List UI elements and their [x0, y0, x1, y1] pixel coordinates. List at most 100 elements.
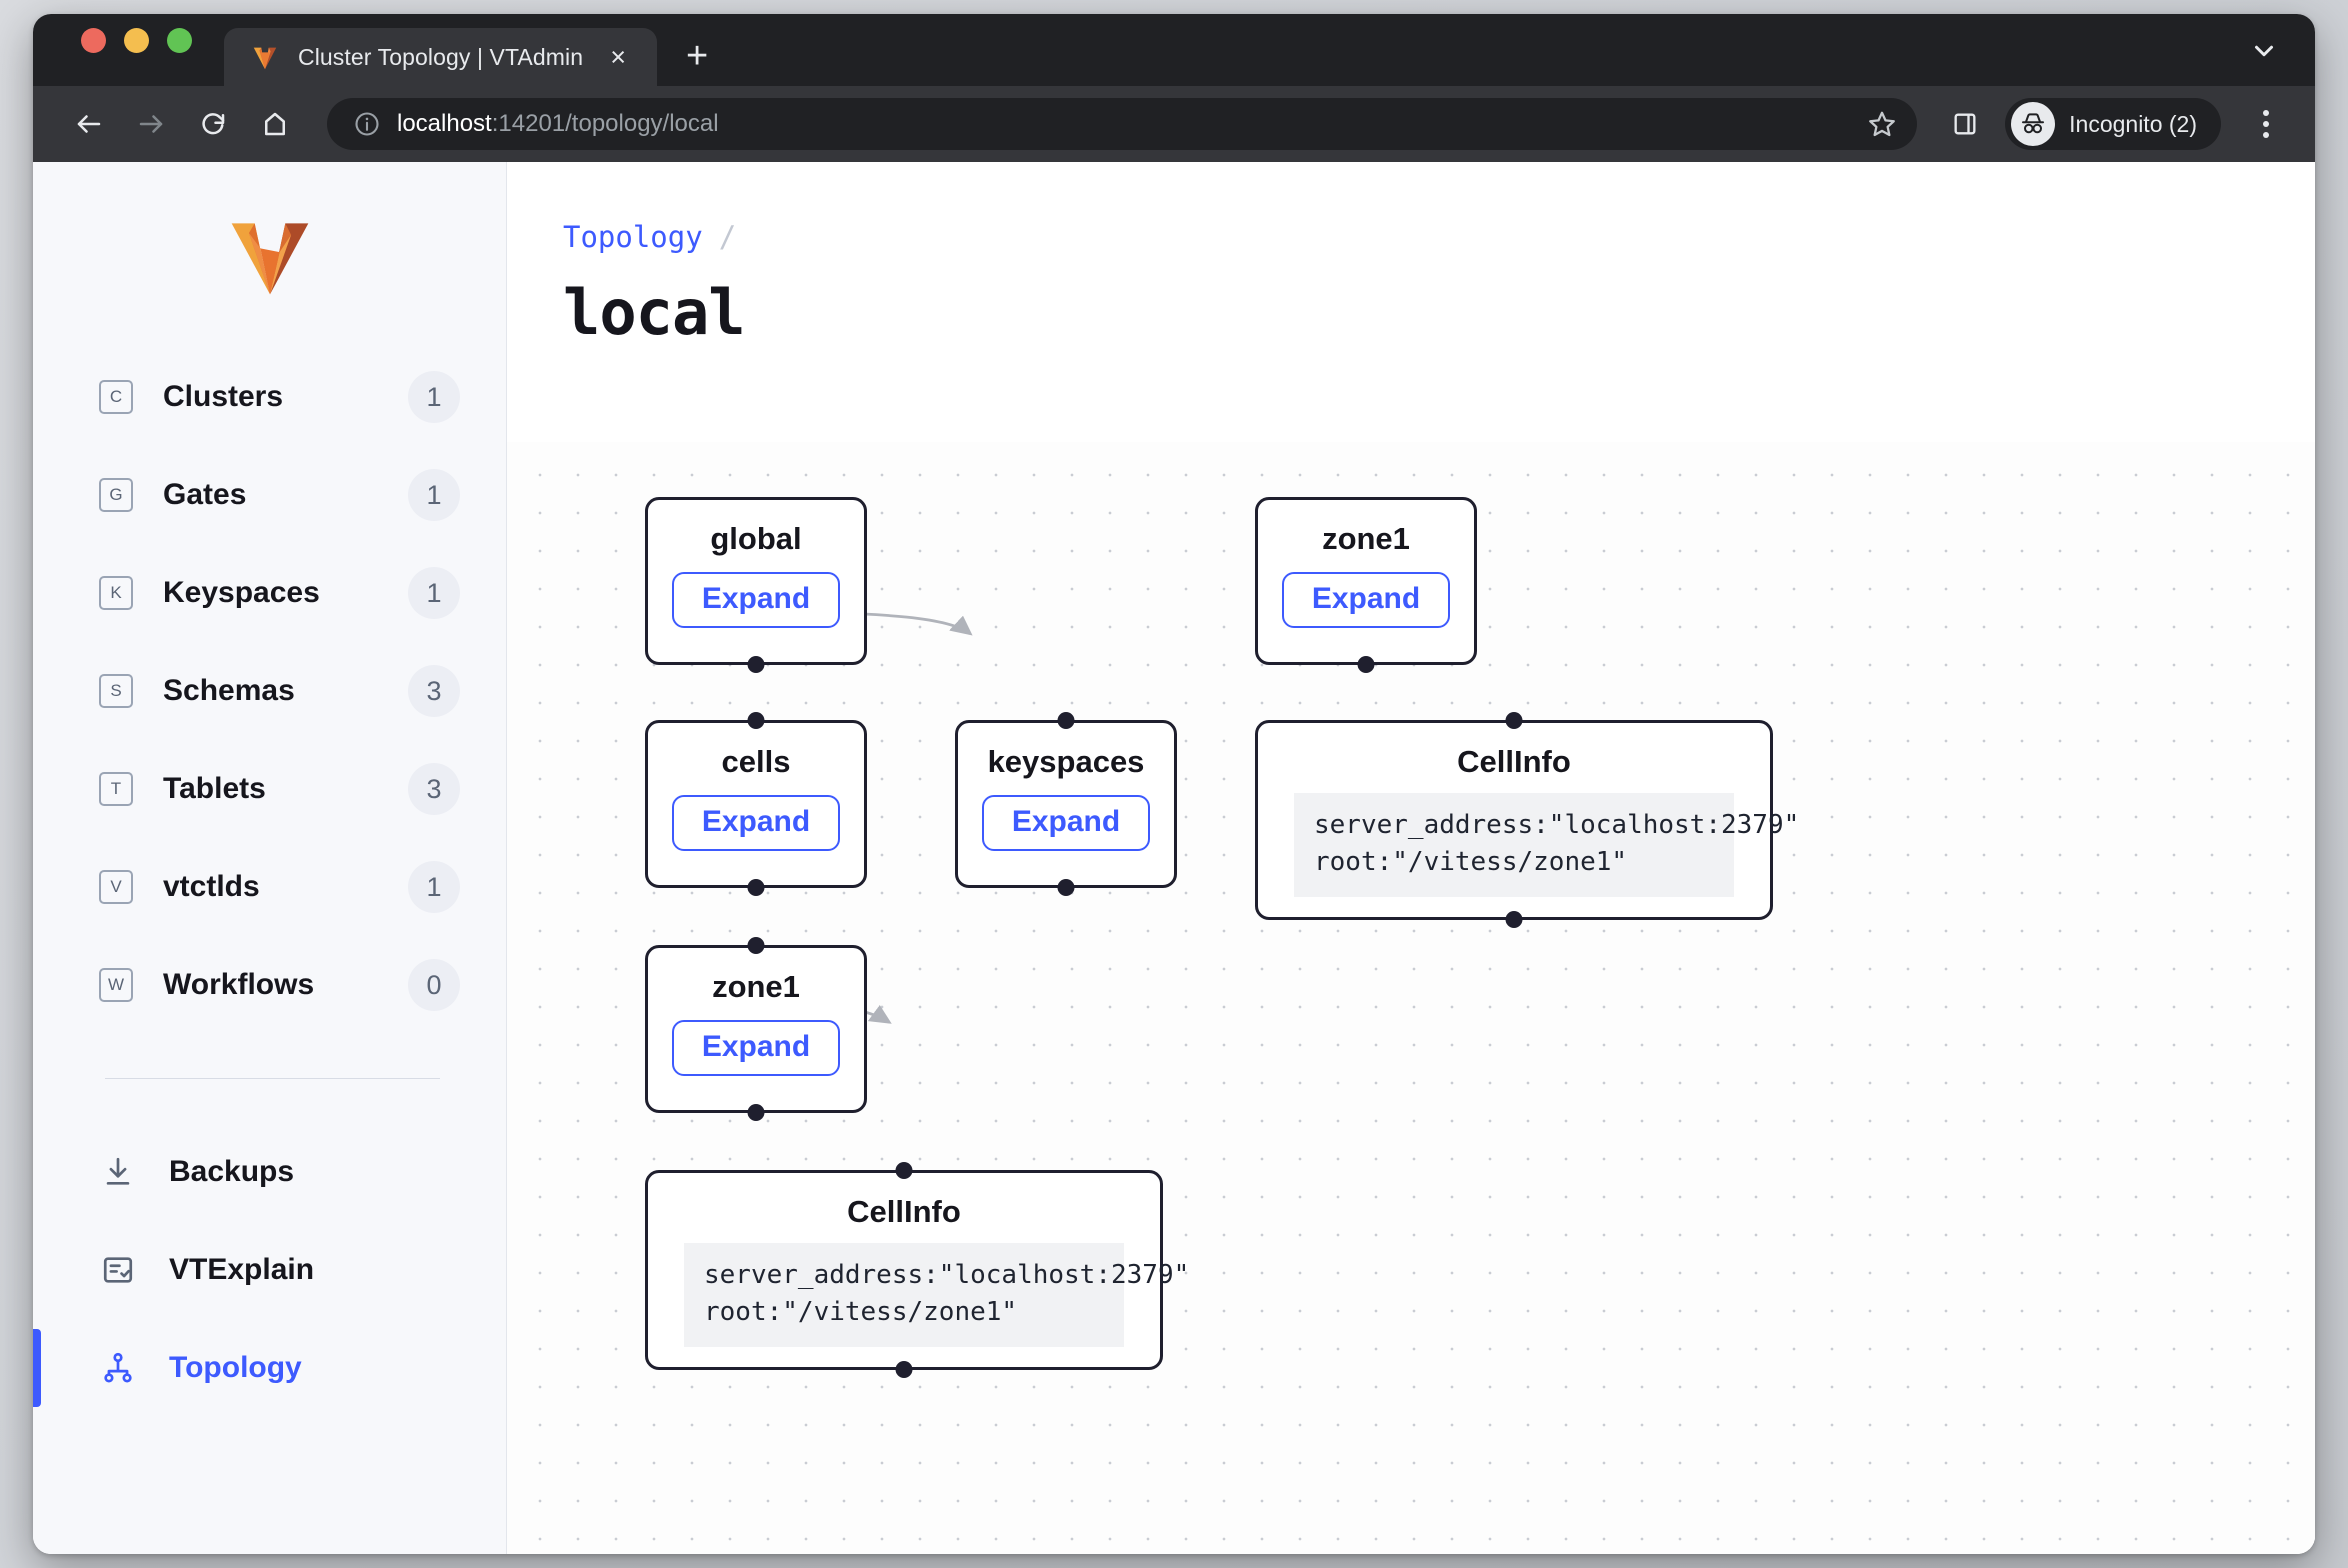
- sidebar-item-label: Tablets: [163, 772, 266, 805]
- chevron-down-icon: [2249, 36, 2279, 71]
- breadcrumb-separator: /: [718, 220, 737, 254]
- sidebar-item-label: VTExplain: [169, 1253, 315, 1286]
- sidebar-item-clusters[interactable]: C Clusters 1: [33, 348, 506, 446]
- node-handle-top[interactable]: [747, 712, 765, 729]
- sidebar-item-vtctlds[interactable]: V vtctlds 1: [33, 838, 506, 936]
- browser-tab-active[interactable]: Cluster Topology | VTAdmin ×: [224, 28, 658, 86]
- reload-button[interactable]: [187, 98, 239, 150]
- breadcrumb: Topology /: [563, 220, 2315, 254]
- active-indicator-bar: [33, 1329, 41, 1407]
- sidebar-item-count: 3: [408, 763, 460, 815]
- workflows-badge-icon: W: [99, 968, 133, 1002]
- sidebar-item-count: 1: [408, 371, 460, 423]
- browser-tab-title: Cluster Topology | VTAdmin: [298, 43, 584, 70]
- bookmark-star-icon[interactable]: [1867, 109, 1897, 139]
- page-title: local: [563, 276, 746, 349]
- node-handle-top[interactable]: [1505, 712, 1523, 729]
- maximize-window-button[interactable]: [167, 27, 192, 53]
- node-handle-bottom[interactable]: [1357, 656, 1375, 673]
- node-handle-bottom[interactable]: [895, 1361, 913, 1378]
- sidebar-item-label: Schemas: [163, 674, 295, 707]
- sidebar-item-tablets[interactable]: T Tablets 3: [33, 740, 506, 838]
- topology-node-keyspaces[interactable]: keyspaces Expand: [955, 712, 1177, 896]
- keyspaces-badge-icon: K: [99, 576, 133, 610]
- page-header: Topology / local: [507, 162, 2315, 349]
- node-title: zone1: [712, 969, 800, 1004]
- expand-button[interactable]: Expand: [1281, 572, 1451, 629]
- topology-node-cellinfo-left[interactable]: CellInfo server_address:"localhost:2379"…: [645, 1162, 1189, 1378]
- sidebar-nav-primary: C Clusters 1 G Gates 1 K Keyspaces 1 S S…: [33, 348, 506, 1034]
- sidebar-item-label: Gates: [163, 478, 247, 511]
- node-handle-bottom[interactable]: [1505, 911, 1523, 928]
- topology-node-zone1-right[interactable]: zone1 Expand: [1255, 497, 1477, 673]
- expand-button[interactable]: Expand: [981, 795, 1151, 852]
- window-traffic-lights: [81, 14, 192, 86]
- topology-graph-canvas[interactable]: global Expand cells Expand keyspaces Exp…: [507, 442, 2315, 1554]
- download-icon: [99, 1153, 137, 1191]
- sidebar-item-label: Topology: [169, 1351, 302, 1384]
- vtctlds-badge-icon: V: [99, 870, 133, 904]
- expand-button[interactable]: Expand: [671, 572, 841, 629]
- new-tab-button[interactable]: +: [686, 35, 709, 77]
- sidebar-item-keyspaces[interactable]: K Keyspaces 1: [33, 544, 506, 642]
- node-handle-top[interactable]: [1057, 712, 1075, 729]
- vitess-v-icon: [250, 42, 280, 72]
- node-handle-bottom[interactable]: [747, 656, 765, 673]
- topology-node-global[interactable]: global Expand: [645, 497, 867, 673]
- side-panel-icon[interactable]: [1941, 100, 1989, 148]
- node-handle-bottom[interactable]: [1057, 879, 1075, 896]
- tablets-badge-icon: T: [99, 772, 133, 806]
- main-content: Topology / local: [507, 162, 2315, 1554]
- forward-button[interactable]: [125, 98, 177, 150]
- sitemap-icon: [99, 1349, 137, 1387]
- minimize-window-button[interactable]: [124, 27, 149, 53]
- url-path: :14201/topology/local: [491, 110, 719, 137]
- close-tab-button[interactable]: ×: [610, 41, 627, 72]
- browser-toolbar: localhost:14201/topology/local Incognito…: [33, 86, 2315, 162]
- expand-button[interactable]: Expand: [671, 795, 841, 852]
- breadcrumb-link-topology[interactable]: Topology: [563, 220, 703, 254]
- sidebar-item-count: 1: [408, 861, 460, 913]
- node-title: global: [710, 521, 802, 556]
- node-title: CellInfo: [1457, 744, 1571, 779]
- sidebar-item-gates[interactable]: G Gates 1: [33, 446, 506, 544]
- back-button[interactable]: [63, 98, 115, 150]
- sidebar-item-workflows[interactable]: W Workflows 0: [33, 936, 506, 1034]
- sidebar-item-vtexplain[interactable]: VTExplain: [33, 1221, 506, 1319]
- sidebar-item-label: Workflows: [163, 968, 315, 1001]
- profile-chip[interactable]: Incognito (2): [2005, 98, 2221, 150]
- address-bar-url: localhost:14201/topology/local: [397, 110, 719, 138]
- vitess-logo[interactable]: [33, 196, 506, 348]
- node-handle-bottom[interactable]: [747, 1104, 765, 1121]
- close-window-button[interactable]: [81, 27, 106, 53]
- three-dot-menu-icon[interactable]: [2243, 101, 2289, 147]
- node-handle-top[interactable]: [747, 937, 765, 954]
- node-title: CellInfo: [847, 1194, 961, 1229]
- sidebar-item-label: vtctlds: [163, 870, 260, 903]
- tab-search-button[interactable]: [2241, 30, 2287, 76]
- node-handle-top[interactable]: [895, 1162, 913, 1179]
- url-host: localhost: [397, 110, 492, 137]
- topology-node-cellinfo-right[interactable]: CellInfo server_address:"localhost:2379"…: [1255, 712, 1799, 928]
- topology-node-cells[interactable]: cells Expand: [645, 712, 867, 896]
- cellinfo-code-block: server_address:"localhost:2379" root:"/v…: [1294, 793, 1799, 897]
- incognito-icon: [2011, 102, 2056, 146]
- address-bar[interactable]: localhost:14201/topology/local: [327, 98, 1918, 150]
- expand-button[interactable]: Expand: [671, 1020, 841, 1077]
- node-handle-bottom[interactable]: [747, 879, 765, 896]
- sidebar-item-topology[interactable]: Topology: [33, 1319, 506, 1417]
- site-info-icon[interactable]: [353, 110, 381, 138]
- sidebar-item-count: 1: [408, 567, 460, 619]
- sidebar-item-schemas[interactable]: S Schemas 3: [33, 642, 506, 740]
- schemas-badge-icon: S: [99, 674, 133, 708]
- home-button[interactable]: [249, 98, 301, 150]
- topology-node-zone1-left[interactable]: zone1 Expand: [645, 937, 867, 1121]
- sidebar-item-count: 3: [408, 665, 460, 717]
- sidebar-item-backups[interactable]: Backups: [33, 1123, 506, 1221]
- node-title: cells: [721, 744, 791, 779]
- page-body: C Clusters 1 G Gates 1 K Keyspaces 1 S S…: [33, 162, 2315, 1554]
- node-title: zone1: [1322, 521, 1410, 556]
- sidebar-item-count: 0: [408, 959, 460, 1011]
- sidebar-item-count: 1: [408, 469, 460, 521]
